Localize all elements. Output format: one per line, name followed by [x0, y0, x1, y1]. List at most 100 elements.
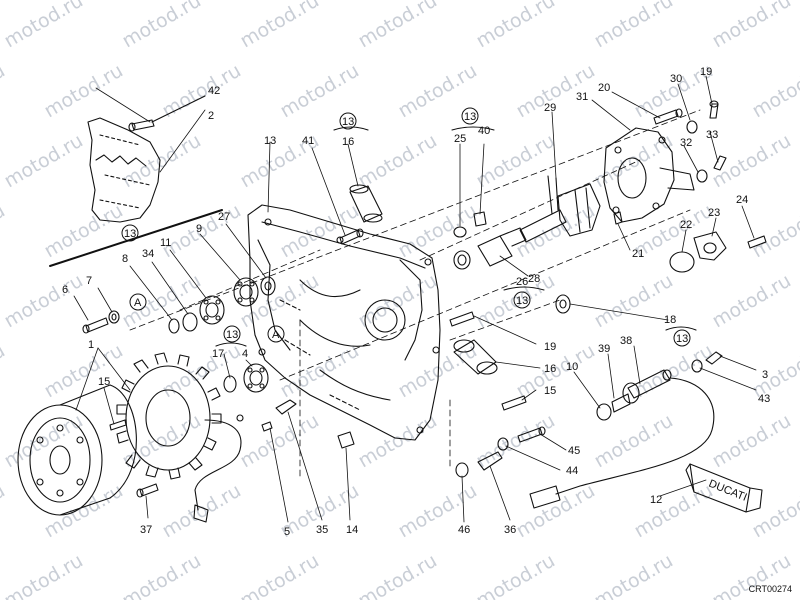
part-number-9: 9	[196, 223, 202, 235]
part-number-24: 24	[736, 194, 748, 206]
part-34-circlip	[182, 312, 198, 332]
callout-13-26: 13	[516, 295, 528, 307]
part-27-washer	[260, 276, 276, 296]
part-number-37: 37	[140, 524, 152, 536]
part-3-screw	[705, 351, 723, 365]
part-41-screw	[339, 228, 364, 245]
part-24-screw	[747, 235, 767, 249]
part-18-seal	[555, 294, 571, 314]
part-number-16-lower: 16	[544, 363, 556, 375]
part-number-38: 38	[620, 335, 632, 347]
part-number-15-right: 15	[544, 385, 556, 397]
part-number-44: 44	[566, 465, 578, 477]
part-number-33: 33	[706, 129, 718, 141]
part-15-screw	[501, 395, 527, 411]
part-1-stator-wire	[193, 414, 244, 523]
part-number-35: 35	[316, 524, 328, 536]
part-23-elbow	[693, 231, 727, 261]
sensor-wire	[529, 377, 715, 509]
part-number-30: 30	[670, 73, 682, 85]
part-number-10: 10	[566, 361, 578, 373]
callout-circles	[121, 107, 691, 347]
part-number-46: 46	[458, 524, 470, 536]
part-number-16: 16	[342, 136, 354, 148]
part-number-28: 28	[528, 273, 540, 285]
part-number-31: 31	[576, 91, 588, 103]
part-16-sleeve	[349, 184, 383, 223]
part-7-washer	[108, 310, 120, 324]
callout-13-16: 13	[342, 116, 354, 128]
part-number-36: 36	[504, 524, 516, 536]
part-number-12: 12	[650, 494, 662, 506]
part-number-29: 29	[544, 102, 556, 114]
part-32-washer	[696, 169, 708, 183]
part-number-5: 5	[284, 526, 290, 538]
part-28-shaft	[477, 227, 527, 267]
part-number-39: 39	[598, 343, 610, 355]
part-1-flywheel-rotor	[17, 384, 137, 516]
part-46-nut	[455, 462, 469, 478]
drawing-code: CRT00274	[748, 584, 792, 594]
part-number-19-top: 19	[700, 66, 712, 78]
part-36-clip	[477, 451, 503, 471]
part-31-pump-cover	[603, 127, 695, 223]
part-19-screw	[449, 311, 475, 327]
callout-13-18: 13	[676, 333, 688, 345]
seal	[453, 250, 471, 270]
callout-13-left: 13	[124, 228, 136, 240]
part-8-circlip	[168, 318, 180, 334]
part-number-25: 25	[454, 133, 466, 145]
callout-13-25-40: 13	[464, 111, 476, 123]
part-42-screw	[128, 95, 206, 132]
leader-lines	[73, 75, 757, 523]
part-30-washer	[686, 120, 698, 134]
part-43-washer	[691, 359, 703, 373]
assembly-axes	[129, 109, 701, 481]
part-44-washer	[497, 437, 509, 451]
part-number-26: 26	[516, 276, 528, 288]
part-number-7: 7	[86, 275, 92, 287]
part-number-4: 4	[242, 348, 248, 360]
part-29-impeller	[519, 175, 601, 243]
callout-A-cover: A	[272, 329, 280, 341]
part-15-stator-screw	[109, 419, 127, 431]
part-12-sealant-tube	[685, 463, 763, 513]
callout-13-17-4: 13	[226, 329, 238, 341]
part-6-bolt	[82, 317, 109, 334]
part-number-13: 13	[264, 135, 276, 147]
part-39-bracket	[611, 393, 631, 413]
part-number-15-left: 15	[98, 376, 110, 388]
part-number-21: 21	[632, 248, 644, 260]
part-2-guard-plate	[87, 117, 161, 223]
part-number-43: 43	[758, 393, 770, 405]
part-11-bearing	[199, 295, 225, 325]
part-37-screw	[136, 483, 159, 498]
part-number-18: 18	[664, 314, 676, 326]
part-number-20: 20	[598, 82, 610, 94]
part-number-23: 23	[708, 207, 720, 219]
part-number-1: 1	[88, 339, 94, 351]
part-17-circlip	[223, 375, 237, 393]
part-33-screw	[713, 155, 727, 171]
part-number-45: 45	[568, 445, 580, 457]
part-number-17: 17	[212, 348, 224, 360]
part-16-lower-sleeve	[453, 339, 498, 375]
part-number-14: 14	[346, 524, 358, 536]
part-13-crankcase-cover	[247, 204, 441, 441]
part-25-washer	[453, 226, 467, 238]
part-10-oring	[596, 403, 612, 421]
part-40-bush	[473, 211, 487, 227]
part-number-3: 3	[762, 369, 768, 381]
part-1-stator	[116, 352, 222, 480]
part-20-screw	[653, 108, 683, 125]
part-number-42: 42	[208, 85, 220, 97]
part-number-6: 6	[62, 284, 68, 296]
part-38-sensor	[622, 369, 672, 404]
part-number-32: 32	[680, 137, 692, 149]
part-9-bearing	[233, 277, 259, 307]
part-number-11: 11	[160, 237, 171, 249]
part-number-2: 2	[208, 110, 214, 122]
part-number-41: 41	[302, 135, 314, 147]
part-4-bearing	[243, 363, 269, 393]
